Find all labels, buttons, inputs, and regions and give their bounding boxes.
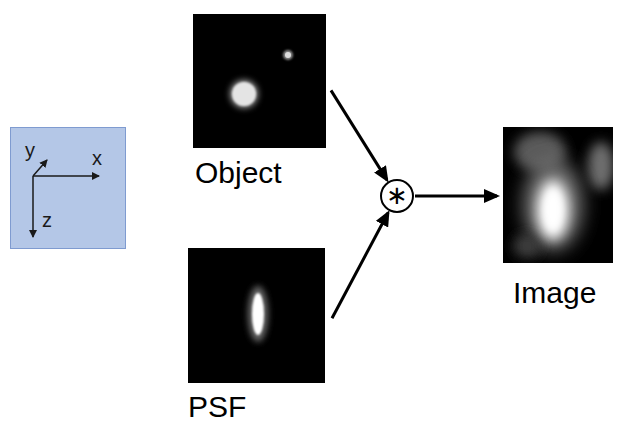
object-panel: Object [193,14,326,148]
operator-symbol: ∗ [386,182,408,208]
image-picture [503,127,614,263]
psf-panel: PSF [188,248,325,383]
axis-label: z [42,210,52,230]
panel-caption: PSF [188,392,246,422]
axis-key [11,128,126,249]
axis-key-box: y x z [10,127,126,249]
psf-picture [188,248,325,383]
convolution-operator: ∗ [379,178,415,214]
image-panel: Image [503,127,613,263]
arrow-connector [415,195,497,198]
axis-label: x [92,148,102,168]
z-axis [32,176,34,237]
panel-caption: Object [195,158,282,188]
x-axis [33,175,99,177]
object-picture [193,14,326,148]
arrow-connector [331,90,387,180]
axis-label: y [25,140,35,160]
arrow-connector [332,213,388,318]
y-axis [33,160,47,176]
axis-panel [11,128,126,249]
panel-caption: Image [513,278,596,308]
